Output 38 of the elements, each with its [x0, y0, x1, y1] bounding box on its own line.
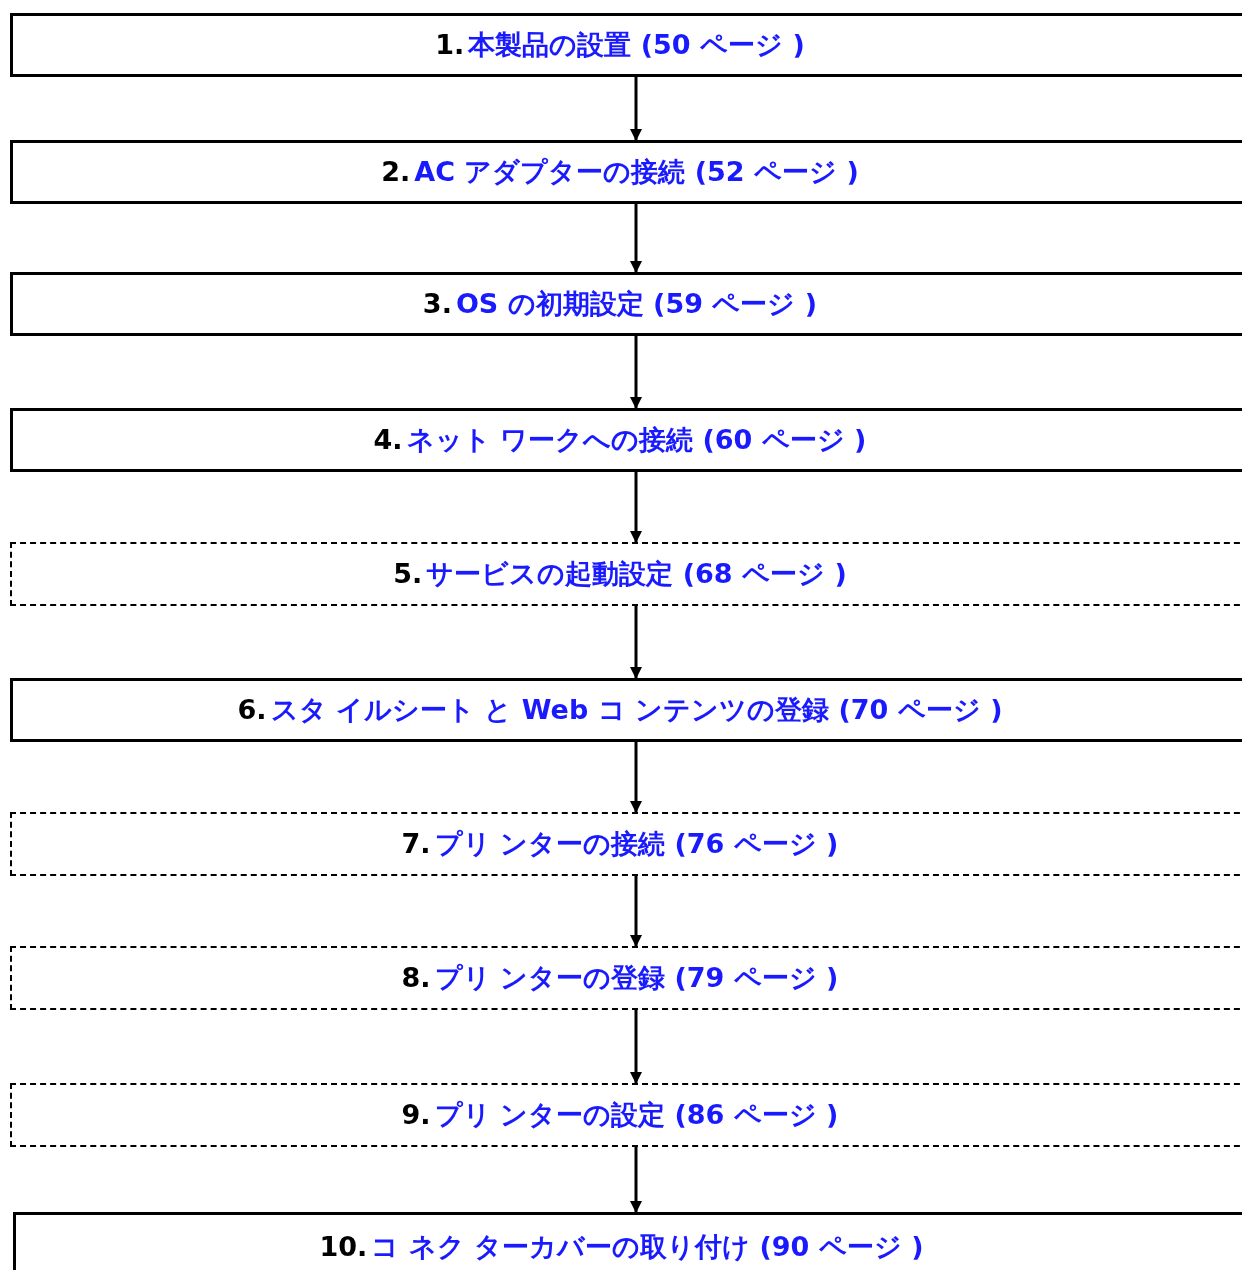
page-link: コ ネク ターカバーの取り付け (90 ページ ): [371, 1230, 924, 1264]
page-link: プリ ンターの設定 (86 ページ ): [434, 1098, 839, 1132]
page-link: AC アダプターの接続 (52 ページ ): [414, 155, 859, 189]
step-box: [10, 140, 1242, 204]
step-box: [10, 1083, 1242, 1147]
step-number: 8.: [401, 962, 431, 993]
step-box: [10, 812, 1242, 876]
arrow: [630, 204, 642, 273]
step-box: [10, 272, 1242, 336]
step-box: [10, 542, 1242, 606]
step-number: 9.: [401, 1099, 431, 1130]
arrow: [630, 77, 642, 141]
page-link: ネット ワークへの接続 (60 ページ ): [406, 423, 867, 457]
page-link: プリ ンターの接続 (76 ページ ): [434, 827, 839, 861]
page-link: OS の初期設定 (59 ページ ): [455, 287, 818, 321]
step-box: [10, 408, 1242, 472]
arrow: [630, 472, 642, 543]
arrow: [630, 336, 642, 409]
step-box: [10, 946, 1242, 1010]
page-link: プリ ンターの登録 (79 ページ ): [434, 961, 839, 995]
step-number: 10.: [319, 1231, 368, 1262]
step-number: 4.: [373, 424, 403, 455]
arrow: [630, 1010, 642, 1084]
page-link: スタ イルシート と Web コ ンテンツの登録 (70 ページ ): [270, 693, 1003, 727]
step-number: 3.: [422, 288, 452, 319]
step-number: 6.: [237, 694, 267, 725]
step-number: 1.: [435, 29, 465, 60]
step-box: [10, 678, 1242, 742]
step-number: 5.: [393, 558, 423, 589]
page-link: 本製品の設置 (50 ページ ): [468, 28, 805, 62]
step-number: 2.: [381, 156, 411, 187]
arrow: [630, 606, 642, 679]
step-box: [10, 13, 1242, 77]
page-link: サービスの起動設定 (68 ページ ): [426, 557, 847, 591]
arrow: [630, 876, 642, 947]
arrow: [630, 1147, 642, 1213]
step-number: 7.: [401, 828, 431, 859]
arrow: [630, 742, 642, 813]
